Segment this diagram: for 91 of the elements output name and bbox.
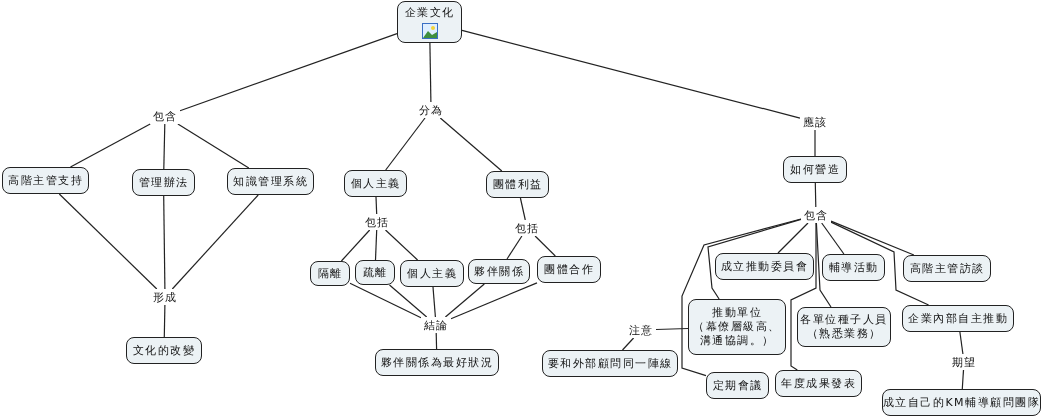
linking-phrase: 結論 <box>421 317 451 333</box>
concept-box <box>822 254 885 281</box>
connector-line <box>506 235 523 260</box>
concept-box <box>882 389 1041 416</box>
concept-text: 夥伴關係為最好狀況 <box>380 355 494 370</box>
concept-text: 團體合作 <box>544 262 594 277</box>
connector-line <box>349 282 422 319</box>
concept-box <box>397 1 462 43</box>
concept-text: 團體利益 <box>492 177 543 192</box>
concept-text: 推動單位 <box>712 306 762 320</box>
connector-line <box>69 123 151 168</box>
concept-note: （熟悉業務） <box>805 327 883 341</box>
connector-line <box>821 222 845 255</box>
concept-box <box>310 261 350 286</box>
concept-box <box>706 372 769 399</box>
concept-box <box>537 256 601 283</box>
connector-line <box>830 221 930 306</box>
concept-note: （幕僚層級高、溝通協調。） <box>692 320 782 348</box>
concept-box <box>797 307 891 347</box>
concept-text: 企業文化 <box>404 5 455 20</box>
connector-line <box>429 42 432 103</box>
concept-box <box>542 350 678 377</box>
concept-text: 知識管理系統 <box>233 174 308 189</box>
connector-line <box>388 284 428 318</box>
concept-text: 隔離 <box>317 266 343 281</box>
concept-text: 定期會議 <box>712 378 763 393</box>
concept-text: 疏離 <box>362 265 388 280</box>
connector-line <box>375 196 378 215</box>
concept-box <box>132 169 195 196</box>
connector-line <box>163 304 166 338</box>
concept-box <box>715 253 814 280</box>
concept-text: 各單位種子人員 <box>800 313 888 327</box>
concept-text: 要和外部顧問同一陣線 <box>547 356 673 371</box>
concept-text: 管理辦法 <box>138 175 189 190</box>
concept-box <box>355 260 395 285</box>
connector-line <box>432 286 436 318</box>
linking-phrase: 包含 <box>801 207 831 223</box>
concept-box <box>375 349 499 376</box>
concept-text: 文化的改變 <box>132 343 196 358</box>
connector-line <box>58 193 158 290</box>
concept-box <box>2 167 89 194</box>
connector-line <box>519 197 526 221</box>
connector-line <box>830 220 915 256</box>
concept-text: 輔導活動 <box>828 260 879 275</box>
connector-line <box>444 283 485 318</box>
connector-line <box>655 327 689 331</box>
concept-box <box>468 259 530 284</box>
concept-box <box>775 370 862 397</box>
connector-line <box>621 337 635 351</box>
connector-line <box>814 129 816 157</box>
concept-box <box>902 305 1014 332</box>
connector-line <box>450 282 538 320</box>
concept-box <box>688 299 786 355</box>
connector-line <box>961 369 965 390</box>
concept-text: 夥伴關係 <box>474 264 524 279</box>
concept-text: 如何營造 <box>790 162 840 177</box>
connector-line <box>385 117 426 171</box>
connector-line <box>163 195 166 290</box>
concept-text: 高階主管支持 <box>8 173 83 188</box>
concept-text: 年度成果發表 <box>781 376 856 391</box>
connector-line <box>461 29 801 119</box>
connector-line <box>163 123 166 170</box>
concept-text: 高階主管訪談 <box>909 261 985 276</box>
concept-box <box>126 337 202 364</box>
concept-text: 個人主義 <box>350 176 401 191</box>
concept-text: 成立推動委員會 <box>720 259 809 274</box>
connector-line <box>815 222 832 308</box>
connector-line <box>177 123 250 169</box>
connector-line <box>959 331 964 355</box>
connector-line <box>374 229 378 261</box>
concept-box <box>400 260 464 287</box>
connector-line <box>340 229 371 262</box>
concept-text: 個人主義 <box>407 266 457 281</box>
concept-text: 企業內部自主推動 <box>908 311 1008 326</box>
linking-phrase: 包含 <box>150 108 180 124</box>
concept-text: 成立自己的KM輔導顧問團隊 <box>882 395 1041 410</box>
concept-box <box>903 255 991 282</box>
concept-box <box>783 156 847 183</box>
connector-line <box>179 33 398 112</box>
connector-line <box>681 218 802 377</box>
connector-line <box>384 229 419 261</box>
connector-line <box>707 218 802 300</box>
concept-box <box>486 171 549 198</box>
connector-line <box>439 117 503 172</box>
connector-line <box>777 222 809 254</box>
connector-line <box>814 182 817 208</box>
connector-line <box>534 235 556 257</box>
concept-box <box>227 168 314 195</box>
connector-line <box>790 222 817 371</box>
concept-box <box>344 170 407 197</box>
connector-line <box>171 194 259 290</box>
